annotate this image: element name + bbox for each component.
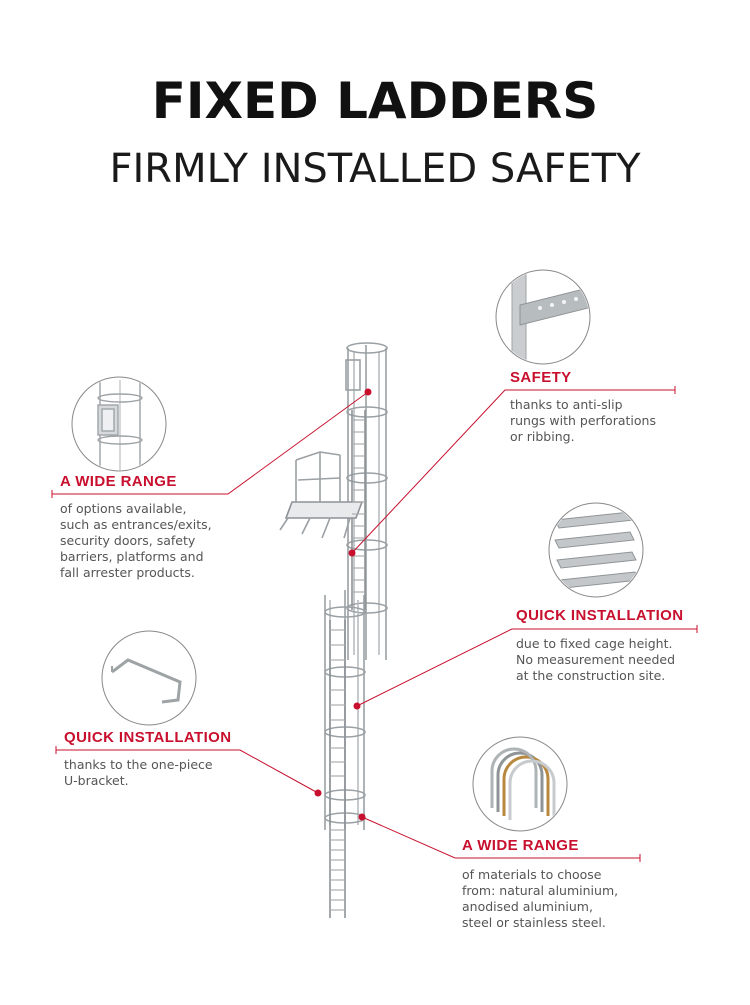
description-line: security doors, safety — [60, 533, 196, 548]
options-marker-dot — [364, 388, 372, 396]
description-line: steel or stainless steel. — [462, 915, 606, 930]
security-door-icon — [71, 376, 167, 472]
page-title: FIXED LADDERS — [151, 72, 599, 130]
wide-range-options-description: of options available, such as entrances/… — [60, 501, 212, 581]
description-line: No measurement needed — [516, 652, 676, 667]
description-line: from: natural aluminium, — [462, 883, 619, 898]
description-line: of options available, — [60, 501, 187, 516]
cage-height-marker-dot — [353, 702, 361, 710]
description-line: rungs with perforations — [510, 413, 656, 428]
description-line: thanks to the one-piece — [64, 757, 213, 772]
safety-marker-dot — [348, 549, 356, 557]
wide-range-materials-heading: A WIDE RANGE — [462, 837, 579, 854]
quick-installation-bracket-description: thanks to the one-piece U-bracket. — [64, 757, 213, 789]
description-line: anodised aluminium, — [462, 899, 593, 914]
description-line: at the construction site. — [516, 668, 666, 683]
safety-heading: SAFETY — [510, 369, 572, 386]
u-bracket-icon — [101, 630, 197, 726]
quick-installation-cage-heading: QUICK INSTALLATION — [516, 607, 684, 624]
description-line: barriers, platforms and — [60, 549, 204, 564]
description-line: due to fixed cage height. — [516, 636, 673, 651]
description-line: of materials to choose — [462, 867, 602, 882]
safety-description: thanks to anti-slip rungs with perforati… — [510, 397, 656, 445]
description-line: fall arrester products. — [60, 565, 195, 580]
description-line: U-bracket. — [64, 773, 129, 788]
wide-range-options-heading: A WIDE RANGE — [60, 473, 177, 490]
description-line: such as entrances/exits, — [60, 517, 212, 532]
wide-range-materials-description: of materials to choose from: natural alu… — [462, 867, 618, 931]
quick-installation-cage-description: due to fixed cage height. No measurement… — [516, 636, 675, 684]
bracket-marker-dot — [314, 789, 322, 797]
description-line: thanks to anti-slip — [510, 397, 623, 412]
callout-dots — [314, 388, 372, 821]
materials-marker-dot — [358, 813, 366, 821]
quick-installation-bracket-heading: QUICK INSTALLATION — [64, 729, 232, 746]
cage-strips-icon — [548, 502, 644, 598]
callout-lines — [51, 386, 698, 862]
cage-hoops-icon — [472, 736, 568, 832]
perforated-rung-icon — [495, 269, 591, 365]
page-subtitle: FIRMLY INSTALLED SAFETY — [109, 146, 641, 192]
fixed-ladder-illustration — [279, 342, 388, 918]
description-line: or ribbing. — [510, 429, 575, 444]
